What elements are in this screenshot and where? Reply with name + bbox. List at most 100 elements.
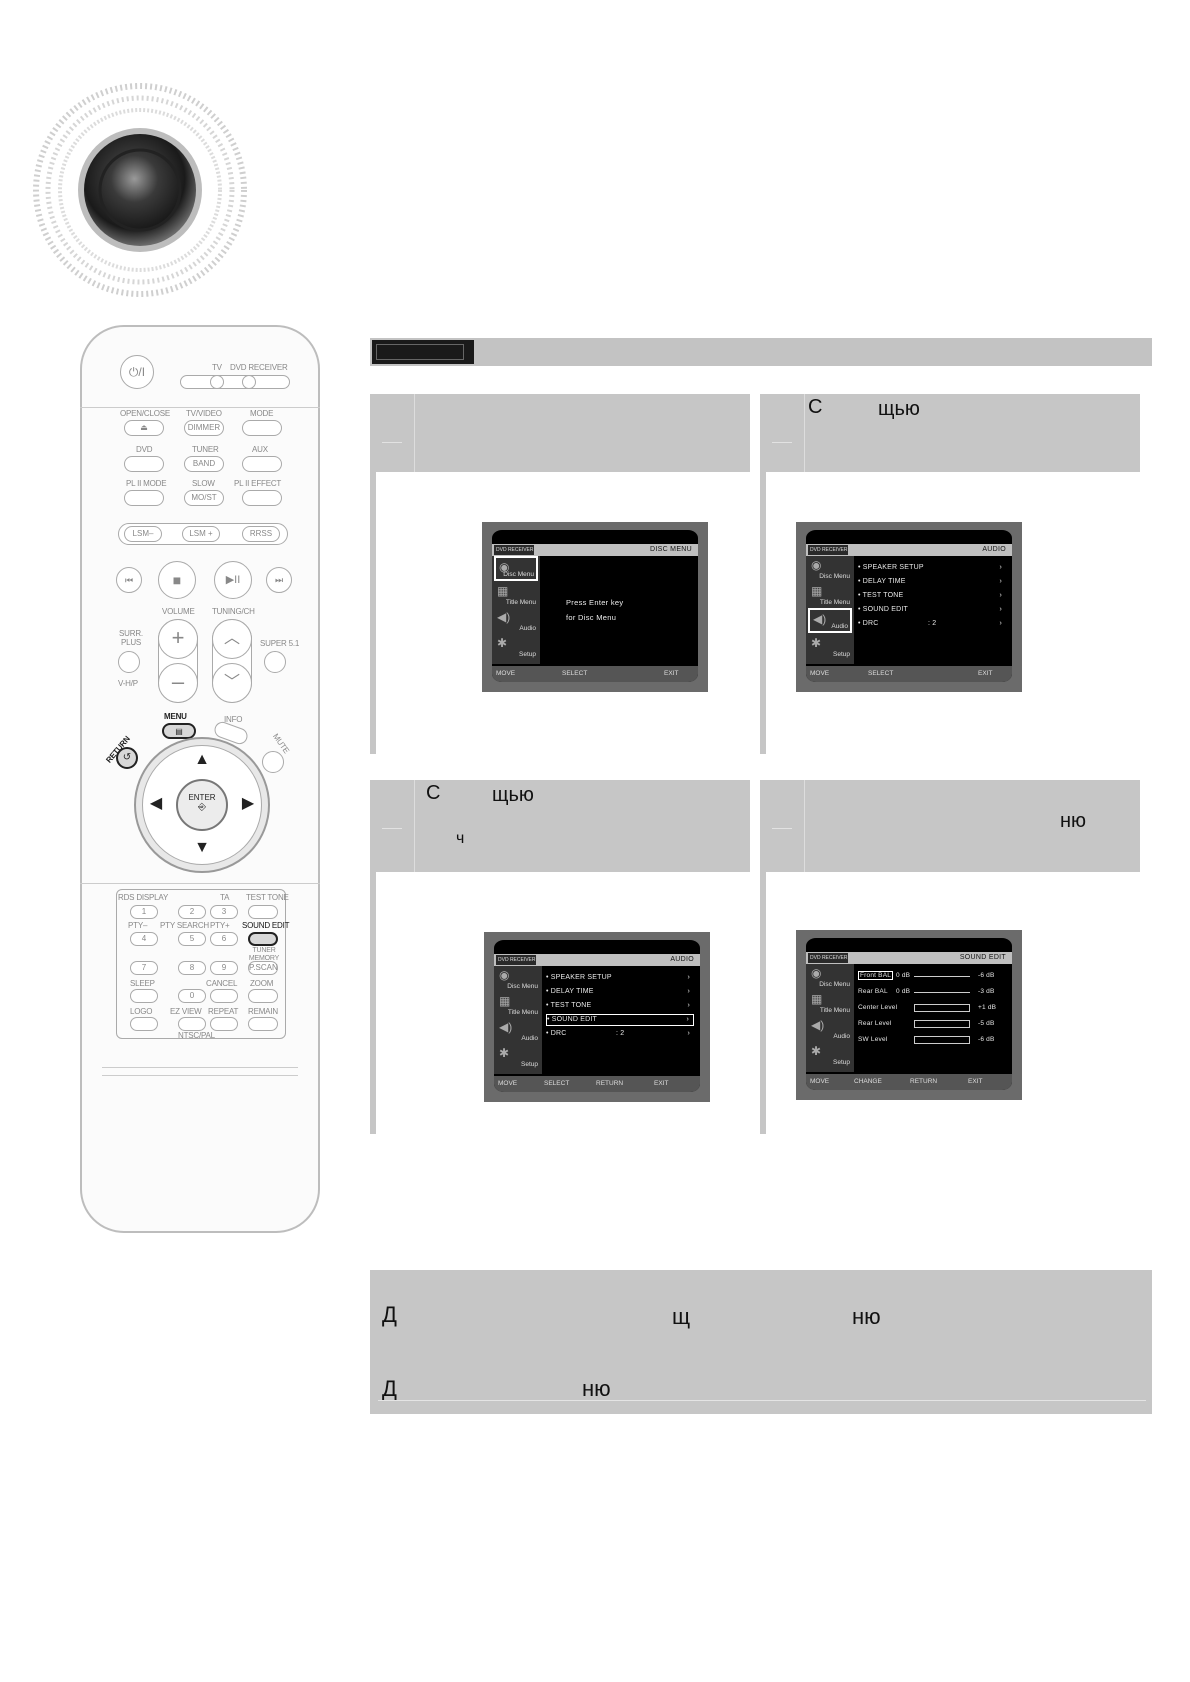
level-bar[interactable] — [914, 1020, 970, 1028]
osd-menu-row[interactable]: • SPEAKER SETUP› — [858, 564, 1002, 571]
key-8[interactable]: 8 — [178, 961, 206, 975]
dvd-mode-dot[interactable] — [242, 375, 256, 389]
osd-menu-row[interactable]: • DRC: 2› — [546, 1030, 690, 1037]
ez-view-button[interactable] — [178, 1017, 206, 1031]
osd-setup-item[interactable]: ✱Setup — [497, 636, 536, 658]
rrss-button[interactable]: RRSS — [242, 526, 280, 542]
sound-edit-row[interactable]: Rear BAL 0 dB -3 dB — [858, 988, 995, 995]
balance-slider[interactable] — [914, 976, 970, 977]
osd-message-line-2: for Disc Menu — [566, 613, 617, 622]
divider — [80, 407, 320, 408]
return-button[interactable]: ↺ — [116, 747, 138, 769]
osd-title-menu-item[interactable]: ▦Title Menu — [497, 584, 536, 606]
osd-menu-row[interactable]: • TEST TONE› — [546, 1002, 690, 1009]
osd-menu-row[interactable]: • SOUND EDIT› — [858, 606, 1002, 613]
disc-icon: ◉ — [499, 968, 510, 982]
balance-slider[interactable] — [914, 992, 970, 993]
osd-audio-item[interactable]: ◀)Audio — [497, 610, 536, 632]
key-0[interactable]: 0 — [178, 989, 206, 1003]
cancel-button[interactable] — [210, 989, 238, 1003]
key-6[interactable]: 6 — [210, 932, 238, 946]
down-arrow-button[interactable]: ▼ — [194, 839, 210, 856]
test-tone-button[interactable] — [248, 905, 278, 919]
key-7[interactable]: 7 — [130, 961, 158, 975]
osd-disc-menu-item[interactable]: ◉Disc Menu — [499, 968, 538, 990]
osd-setup-item[interactable]: ✱Setup — [811, 1044, 850, 1066]
play-pause-button[interactable]: ▶II — [214, 561, 252, 599]
up-arrow-button[interactable]: ▲ — [194, 751, 210, 768]
osd-menu-row-selected[interactable]: • SOUND EDIT› — [546, 1014, 694, 1026]
sound-edit-row-label-selected: Front BAL — [858, 971, 894, 980]
osd-setup-item[interactable]: ✱Setup — [499, 1046, 538, 1068]
osd-menu-row[interactable]: • DELAY TIME› — [546, 988, 690, 995]
remain-button[interactable] — [248, 1017, 278, 1031]
previous-button[interactable]: ⏮ — [116, 567, 142, 593]
mode-button[interactable] — [242, 420, 282, 436]
key-3[interactable]: 3 — [210, 905, 238, 919]
sound-edit-label: SOUND EDIT — [242, 921, 290, 930]
repeat-button[interactable] — [210, 1017, 238, 1031]
tuning-up-button[interactable]: ︿ — [212, 619, 252, 659]
menu-button[interactable]: ▤ — [162, 723, 196, 739]
enter-button[interactable]: ENTER ⎆ — [176, 779, 228, 831]
power-button[interactable]: ⏻/I — [120, 355, 154, 389]
sound-edit-button[interactable] — [248, 932, 278, 946]
volume-down-button[interactable]: – — [158, 663, 198, 703]
pl-ii-mode-button[interactable] — [124, 490, 164, 506]
level-bar[interactable] — [914, 1004, 970, 1012]
osd-menu-row[interactable]: • SPEAKER SETUP› — [546, 974, 690, 981]
key-9[interactable]: 9 — [210, 961, 238, 975]
osd-disc-menu-item[interactable]: ◉Disc Menu — [811, 558, 850, 580]
osd-setup-item[interactable]: ✱Setup — [811, 636, 850, 658]
osd-title-menu-item[interactable]: ▦Title Menu — [811, 992, 850, 1014]
next-button[interactable]: ⏭ — [266, 567, 292, 593]
osd-title-menu-item[interactable]: ▦Title Menu — [811, 584, 850, 606]
open-close-label: OPEN/CLOSE — [120, 409, 171, 418]
mute-button[interactable] — [262, 751, 284, 773]
osd-exit-hint: EXIT — [654, 1080, 669, 1087]
key-1[interactable]: 1 — [130, 905, 158, 919]
lsm-plus-button[interactable]: LSM + — [182, 526, 220, 542]
sound-edit-row[interactable]: Rear Level -5 dB — [858, 1020, 995, 1028]
sound-edit-row[interactable]: Center Level +1 dB — [858, 1004, 997, 1012]
right-arrow-button[interactable]: ▶ — [241, 795, 255, 812]
lsm-minus-button[interactable]: LSM– — [124, 526, 162, 542]
osd-title-menu-item[interactable]: ▦Title Menu — [499, 994, 538, 1016]
surr-plus-button[interactable] — [118, 651, 140, 673]
aux-button[interactable] — [242, 456, 282, 472]
tuning-down-button[interactable]: ﹀ — [212, 663, 252, 703]
mo-st-button[interactable]: MO/ST — [184, 490, 224, 506]
band-button[interactable]: BAND — [184, 456, 224, 472]
pscan-button[interactable]: P.SCAN — [248, 961, 278, 975]
dimmer-button[interactable]: DIMMER — [184, 420, 224, 436]
left-arrow-button[interactable]: ◀ — [149, 795, 163, 812]
sound-edit-row[interactable]: Front BAL 0 dB -6 dB — [858, 971, 995, 980]
volume-up-button[interactable]: + — [158, 619, 198, 659]
key-4[interactable]: 4 — [130, 932, 158, 946]
osd-audio-item[interactable]: ◀)Audio — [811, 1018, 850, 1040]
open-close-button[interactable]: ⏏ — [124, 420, 164, 436]
tv-mode-dot[interactable] — [210, 375, 224, 389]
key-2[interactable]: 2 — [178, 905, 206, 919]
osd-menu-row[interactable]: • DELAY TIME› — [858, 578, 1002, 585]
stop-button[interactable]: ■ — [158, 561, 196, 599]
dvd-button[interactable] — [124, 456, 164, 472]
osd-audio-item[interactable]: ◀)Audio — [808, 608, 852, 633]
level-bar[interactable] — [914, 1036, 970, 1044]
osd-audio-item[interactable]: ◀)Audio — [499, 1020, 538, 1042]
sleep-button[interactable] — [130, 989, 158, 1003]
mode-selector[interactable] — [180, 375, 290, 389]
key-5[interactable]: 5 — [178, 932, 206, 946]
osd-disc-menu-item[interactable]: ◉Disc Menu — [811, 966, 850, 988]
remote-control: ⏻/I TV DVD RECEIVER OPEN/CLOSE TV/VIDEO … — [80, 325, 320, 1233]
osd-menu-row[interactable]: • DRC: 2› — [858, 620, 1002, 627]
zoom-button[interactable] — [248, 989, 278, 1003]
logo-button[interactable] — [130, 1017, 158, 1031]
osd-disc-menu-item[interactable]: ◉Disc Menu — [494, 556, 538, 581]
super51-button[interactable] — [264, 651, 286, 673]
osd-menu-row[interactable]: • TEST TONE› — [858, 592, 1002, 599]
pl-ii-effect-button[interactable] — [242, 490, 282, 506]
sound-edit-row[interactable]: SW Level -6 dB — [858, 1036, 995, 1044]
